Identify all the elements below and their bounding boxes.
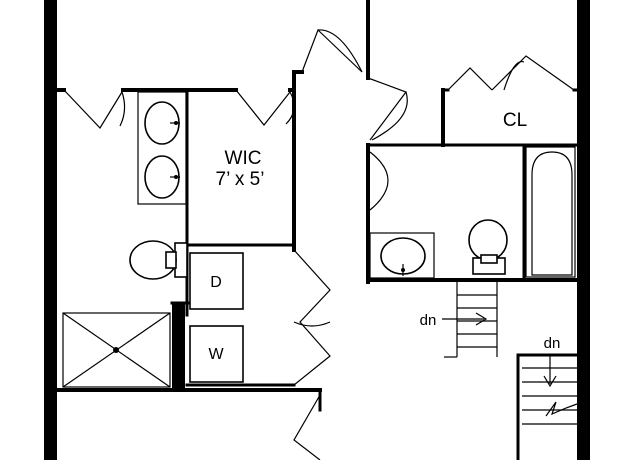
stair-down-label-right: dn bbox=[544, 335, 561, 352]
vanity-counter-right bbox=[369, 232, 435, 279]
dryer bbox=[189, 252, 244, 310]
closet-label: CL bbox=[503, 110, 527, 131]
toilet-icon bbox=[468, 219, 508, 261]
wic-label: WIC bbox=[225, 148, 262, 169]
interior-walls bbox=[55, 0, 579, 460]
exterior-walls bbox=[44, 0, 590, 460]
washer-label: W bbox=[208, 346, 224, 363]
bathtub-basin bbox=[531, 151, 573, 276]
vanity-counter bbox=[137, 91, 187, 205]
labels: WIC 7’ x 5’ CL D W dn dn bbox=[208, 110, 560, 363]
break-line-icon bbox=[545, 401, 578, 417]
fixtures bbox=[62, 91, 576, 388]
bathtub bbox=[525, 146, 576, 278]
shower-drain-icon bbox=[113, 347, 119, 353]
shower-stall bbox=[62, 312, 171, 388]
door-swings bbox=[63, 28, 575, 460]
dryer-label: D bbox=[210, 274, 222, 291]
stairs bbox=[442, 282, 578, 425]
washer bbox=[189, 325, 244, 383]
toilet-tank-icon bbox=[174, 242, 188, 278]
wic-size-label: 7’ x 5’ bbox=[216, 169, 265, 190]
stair-down-label: dn bbox=[420, 312, 437, 329]
